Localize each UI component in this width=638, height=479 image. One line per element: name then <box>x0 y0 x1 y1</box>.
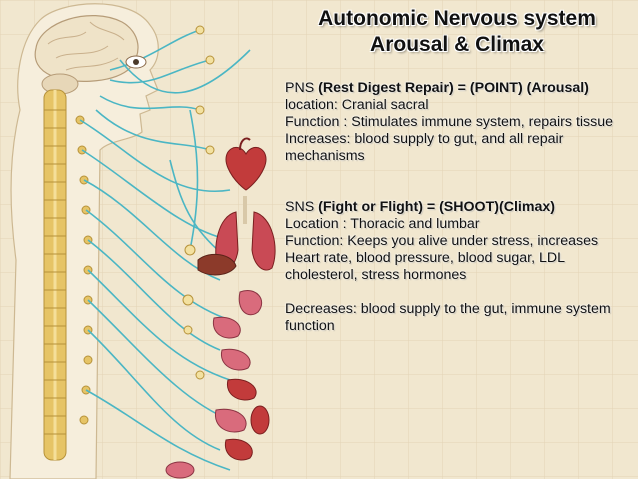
slide-title: Autonomic Nervous system Arousal & Clima… <box>282 6 632 58</box>
spinal-cord-icon <box>43 89 93 461</box>
nerve-fibers <box>79 29 251 471</box>
eye-icon <box>125 55 147 69</box>
slide-body: PNS (Rest Digest Repair) = (POINT) (Arou… <box>285 80 633 335</box>
sns-decreases: Decreases: blood supply to the gut, immu… <box>285 301 611 334</box>
sns-heading-text: (Fight or Flight) = (SHOOT)(Climax) <box>318 199 555 215</box>
pns-location: location: Cranial sacral <box>285 97 429 113</box>
pns-function: Function : Stimulates immune system, rep… <box>285 114 614 130</box>
heart-icon <box>225 137 267 191</box>
pns-prefix: PNS <box>285 80 315 96</box>
title-line-2: Arousal & Climax <box>370 33 544 56</box>
spacer <box>285 284 633 301</box>
title-line-1: Autonomic Nervous system <box>318 7 596 30</box>
spacer <box>285 165 633 199</box>
lungs-icon <box>215 196 276 271</box>
brain-icon <box>34 15 139 95</box>
pns-heading-text: (Rest Digest Repair) = (POINT) (Arousal) <box>318 80 589 96</box>
sns-heading: SNS (Fight or Flight) = (SHOOT)(Climax) <box>285 199 633 216</box>
pns-heading: PNS (Rest Digest Repair) = (POINT) (Arou… <box>285 80 633 97</box>
sns-location: Location : Thoracic and lumbar <box>285 216 480 232</box>
nerve-ganglion-icon <box>182 25 215 380</box>
sns-prefix: SNS <box>285 199 315 215</box>
pns-increases: Increases: blood supply to gut, and all … <box>285 131 564 164</box>
organ-icon <box>165 253 270 479</box>
sns-function: Function: Keeps you alive under stress, … <box>285 233 599 283</box>
